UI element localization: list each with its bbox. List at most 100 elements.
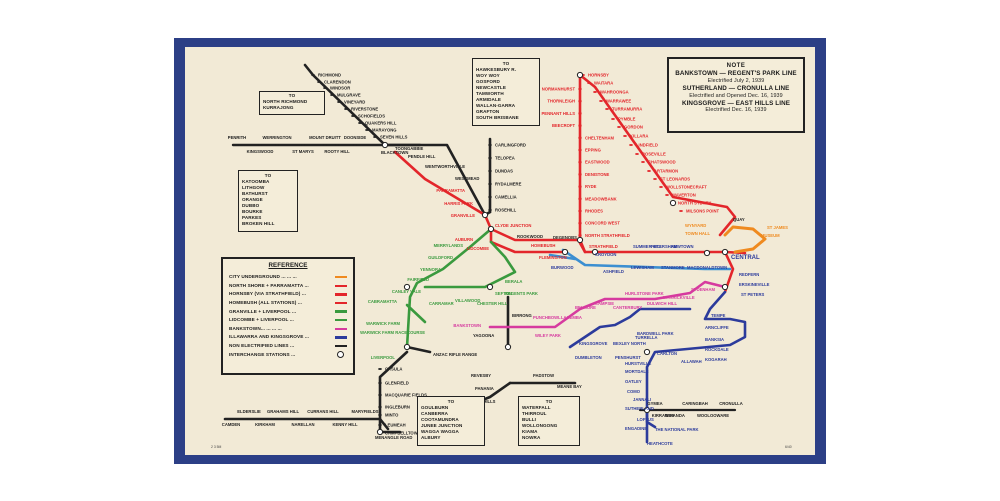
station-label: ST LEONARDS [660, 177, 690, 182]
station-tick [617, 126, 621, 128]
station-label: CAMPBELLTOWN [385, 431, 421, 436]
line-cabramatta-farm [405, 303, 427, 324]
station-label: FLEMINGTON [539, 255, 567, 260]
line-southern [378, 350, 409, 434]
station-label: ROCKDALE [705, 347, 729, 352]
station-label: PENDLE HILL [408, 154, 436, 159]
station-label: BARDWELL PARK [637, 331, 674, 336]
station-label: CHESTER HILL [477, 301, 508, 306]
reference-row: HOMEBUSH (ALL STATIONS) ... [229, 299, 347, 308]
station-label: PUNCHBOWL [533, 315, 561, 320]
station-label: SCHOFIELDS [358, 114, 385, 119]
station-label: WENTWORTHVILLE [425, 164, 465, 169]
reference-swatch [335, 336, 347, 339]
station-label: MINTO [385, 413, 399, 418]
station-tick [679, 210, 683, 212]
station-tick [301, 144, 305, 146]
station-label: ERSKINEVILLE [739, 282, 770, 287]
destination-name: ORANGE [242, 197, 263, 202]
station-label: PENRITH [228, 135, 246, 140]
station-label: MERRYLANDS [434, 243, 464, 248]
station-label: HARRIS PARK [444, 201, 473, 206]
station-label: CLARENDON [324, 80, 351, 85]
station-label: TEMPE [711, 313, 726, 318]
station-label: PENSHURST [615, 355, 641, 360]
station-label: LEUMEAH [385, 423, 406, 428]
station-label: WAVERTON [672, 193, 696, 198]
line-main-west [393, 150, 493, 231]
station-label: BELMORE [575, 305, 596, 310]
station-label: BERALA [505, 279, 522, 284]
station-label: CAMELLIA [495, 195, 517, 200]
interchange-marker [669, 199, 677, 207]
line-illawarra [645, 290, 747, 444]
interchange-marker [561, 248, 569, 256]
station-label: AUBURN [455, 237, 473, 242]
destination-name: SOUTH BRISBANE [476, 115, 519, 120]
station-label: ST MARYS [292, 149, 314, 154]
line-bankstown [488, 280, 727, 329]
station-label: WOOLOOWARE [697, 413, 729, 418]
interchange-marker [703, 249, 711, 257]
station-tick [321, 418, 325, 420]
note-line-1: BANKSTOWN — REGENT'S PARK LINE [675, 70, 797, 78]
network-map: RICHMONDCLARENDONWINDSORMULGRAVEVINEYARD… [222, 63, 788, 446]
station-label: KINGSGROVE [579, 341, 608, 346]
station-label: VINEYARD [344, 100, 365, 105]
station-label: WYNYARD [685, 223, 706, 228]
destination-name: TO [502, 61, 510, 66]
station-label: MOUNT DRUITT [309, 135, 341, 140]
station-label: ROOKWOOD [517, 234, 543, 239]
destination-name: PARKES [242, 215, 262, 220]
station-label: CROYDON [595, 252, 616, 257]
station-label: MEANE BAY [557, 384, 582, 389]
station-label: GRAHAMS HILL [267, 409, 300, 414]
station-tick [378, 406, 382, 408]
station-label: TELOPEA [495, 156, 515, 161]
station-label: REGENTS PARK [505, 291, 538, 296]
station-tick [578, 185, 582, 188]
destination-name: GOULBURN [421, 405, 449, 410]
note-line-5: KINGSGROVE — EAST HILLS LINE [681, 100, 791, 108]
station-tick [623, 135, 627, 137]
station-label: PETERSHAM [651, 244, 678, 249]
note-line-2: Electrified July 2, 1939 [707, 77, 765, 84]
station-label: GUILDFORD [428, 255, 453, 260]
station-label: OATLEY [625, 379, 642, 384]
line-homebush-all [561, 248, 732, 271]
reference-rows: CITY UNDERGROUND ... ... ...NORTH SHORE … [229, 273, 347, 359]
footer-code-right: 6/40 [785, 445, 792, 449]
destination-name: HAWKESBURY R. [476, 67, 517, 72]
station-label: ELDERSLIE [237, 409, 261, 414]
station-tick [351, 115, 355, 117]
station-label: WARWICK FARM [366, 321, 400, 326]
interchange-marker [403, 283, 411, 291]
destination-name: NEWCASTLE [476, 85, 506, 90]
station-tick [378, 414, 382, 416]
station-tick [665, 194, 669, 196]
station-label: MARYFIELDS [351, 409, 378, 414]
station-label: MULGRAVE [337, 93, 361, 98]
station-label: CAMPSIE [595, 301, 614, 306]
station-label: ASHFIELD [603, 269, 624, 274]
station-label: SEFTON [495, 291, 512, 296]
reference-label: INTERCHANGE STATIONS ... [229, 351, 296, 357]
interchange-marker [576, 236, 584, 244]
station-label: ROOTY HILL [324, 149, 350, 154]
station-label: WARRAWEE [606, 99, 631, 104]
interchange-marker [643, 406, 651, 414]
reference-swatch [335, 319, 347, 322]
station-tick [363, 418, 367, 420]
station-label: REVESBY [471, 373, 491, 378]
station-tick [488, 196, 492, 198]
station-label: NORTH SYDNEY [678, 201, 711, 206]
station-label: ANZAC RIFLE RANGE [433, 352, 477, 357]
station-tick [263, 418, 267, 420]
station-label: EASTWOOD [585, 160, 610, 165]
station-tick [605, 108, 609, 110]
station-label: THE NATIONAL PARK [655, 427, 699, 432]
station-tick [258, 144, 262, 146]
station-label: PYMBLE [618, 117, 636, 122]
reference-swatch [337, 351, 344, 359]
